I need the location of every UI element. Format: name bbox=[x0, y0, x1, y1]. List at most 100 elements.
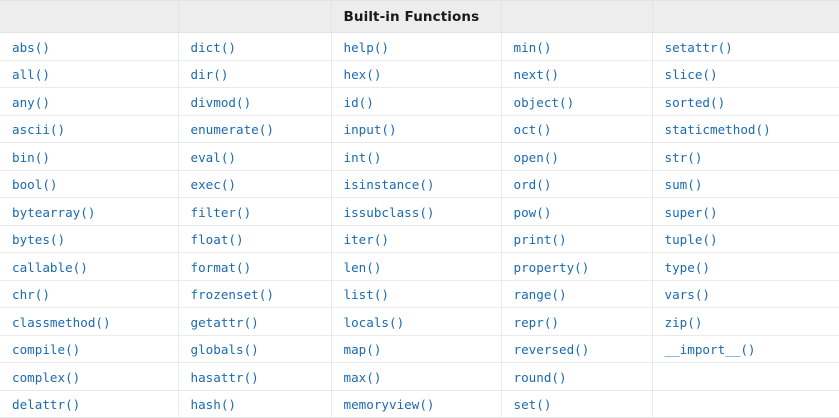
table-cell: max() bbox=[330, 362, 502, 391]
table-cell: type() bbox=[651, 252, 839, 281]
function-link[interactable]: next() bbox=[513, 67, 560, 83]
function-link[interactable]: delattr() bbox=[12, 397, 81, 413]
function-link[interactable]: ascii() bbox=[12, 122, 66, 138]
table-cell: hex() bbox=[330, 60, 502, 88]
table-cell: bin() bbox=[0, 142, 179, 171]
function-link[interactable]: len() bbox=[343, 259, 382, 275]
function-link[interactable]: str() bbox=[664, 149, 703, 165]
table-cell: slice() bbox=[651, 60, 839, 88]
function-link[interactable]: object() bbox=[513, 94, 575, 110]
function-link[interactable]: set() bbox=[513, 397, 552, 413]
function-link[interactable]: id() bbox=[343, 94, 374, 110]
function-link[interactable]: round() bbox=[513, 369, 567, 385]
function-link[interactable]: pow() bbox=[513, 204, 552, 220]
function-link[interactable]: issubclass() bbox=[343, 204, 435, 220]
function-link[interactable]: int() bbox=[343, 149, 382, 165]
table-cell: int() bbox=[330, 142, 502, 171]
function-link[interactable]: chr() bbox=[12, 287, 50, 303]
table-cell: map() bbox=[330, 335, 502, 363]
table-cell: property() bbox=[500, 252, 653, 281]
function-link[interactable]: divmod() bbox=[190, 94, 252, 110]
function-link[interactable]: bool() bbox=[12, 177, 58, 193]
function-link[interactable]: callable() bbox=[12, 259, 88, 275]
table-cell: open() bbox=[500, 142, 653, 171]
function-link[interactable]: classmethod() bbox=[12, 314, 111, 330]
function-link[interactable]: all() bbox=[12, 67, 50, 83]
table-cell: memoryview() bbox=[330, 390, 502, 418]
function-link[interactable]: globals() bbox=[190, 342, 259, 358]
function-link[interactable]: frozenset() bbox=[190, 287, 274, 303]
function-link[interactable]: slice() bbox=[664, 67, 718, 83]
function-link[interactable]: map() bbox=[343, 342, 382, 358]
function-link[interactable]: hash() bbox=[190, 397, 237, 413]
function-link[interactable]: bytearray() bbox=[12, 204, 96, 220]
function-link[interactable]: compile() bbox=[12, 342, 81, 358]
function-link[interactable]: print() bbox=[513, 232, 567, 248]
function-link[interactable]: getattr() bbox=[190, 314, 259, 330]
function-link[interactable]: zip() bbox=[664, 314, 703, 330]
table-cell: compile() bbox=[0, 335, 179, 363]
function-link[interactable]: locals() bbox=[343, 314, 405, 330]
table-row: bool() exec() isinstance() ord() sum() bbox=[0, 170, 839, 198]
function-link[interactable]: iter() bbox=[343, 232, 390, 248]
function-link[interactable]: enumerate() bbox=[190, 122, 274, 138]
function-link[interactable]: range() bbox=[513, 287, 567, 303]
function-link[interactable]: memoryview() bbox=[343, 397, 435, 413]
function-link[interactable]: bytes() bbox=[12, 232, 66, 248]
function-link[interactable]: sorted() bbox=[664, 94, 726, 110]
table-cell: bytearray() bbox=[0, 197, 179, 226]
function-link[interactable]: open() bbox=[513, 149, 560, 165]
table-cell: list() bbox=[330, 280, 502, 308]
table-cell: abs() bbox=[0, 32, 179, 61]
function-link[interactable]: tuple() bbox=[664, 232, 718, 248]
function-link[interactable]: type() bbox=[664, 259, 711, 275]
table-cell: exec() bbox=[177, 170, 332, 198]
table-cell: dict() bbox=[177, 32, 332, 61]
function-link[interactable]: any() bbox=[12, 94, 50, 110]
function-link[interactable]: oct() bbox=[513, 122, 552, 138]
function-link[interactable]: help() bbox=[343, 39, 390, 55]
function-link[interactable]: sum() bbox=[664, 177, 703, 193]
function-link[interactable]: max() bbox=[343, 369, 382, 385]
table-cell: tuple() bbox=[651, 225, 839, 253]
table-row: classmethod() getattr() locals() repr() zip(… bbox=[0, 307, 839, 336]
function-link[interactable]: repr() bbox=[513, 314, 560, 330]
function-link[interactable]: setattr() bbox=[664, 39, 733, 55]
function-link[interactable]: hex() bbox=[343, 67, 382, 83]
table-cell: hasattr() bbox=[177, 362, 332, 391]
function-link[interactable]: vars() bbox=[664, 287, 711, 303]
header-cell-1 bbox=[0, 0, 179, 33]
function-link[interactable]: isinstance() bbox=[343, 177, 435, 193]
function-link[interactable]: exec() bbox=[190, 177, 237, 193]
function-link[interactable]: min() bbox=[513, 39, 552, 55]
function-link[interactable]: property() bbox=[513, 259, 590, 275]
function-link[interactable]: float() bbox=[190, 232, 244, 248]
table-cell: input() bbox=[330, 115, 502, 143]
function-link[interactable]: hasattr() bbox=[190, 369, 259, 385]
function-link[interactable]: super() bbox=[664, 204, 718, 220]
function-link[interactable]: __import__() bbox=[664, 342, 756, 358]
table-cell: ascii() bbox=[0, 115, 179, 143]
table-cell: next() bbox=[500, 60, 653, 88]
function-link[interactable]: dict() bbox=[190, 39, 237, 55]
function-link[interactable]: input() bbox=[343, 122, 397, 138]
table-cell: float() bbox=[177, 225, 332, 253]
function-link[interactable]: staticmethod() bbox=[664, 122, 771, 138]
function-link[interactable]: abs() bbox=[12, 39, 50, 55]
function-link[interactable]: ord() bbox=[513, 177, 552, 193]
function-link[interactable]: dir() bbox=[190, 67, 229, 83]
function-link[interactable]: reversed() bbox=[513, 342, 590, 358]
function-link[interactable]: list() bbox=[343, 287, 390, 303]
function-link[interactable]: format() bbox=[190, 259, 252, 275]
table-row: any() divmod() id() object() sorted() bbox=[0, 87, 839, 116]
table-cell: format() bbox=[177, 252, 332, 281]
function-link[interactable]: eval() bbox=[190, 149, 237, 165]
table-cell: hash() bbox=[177, 390, 332, 418]
table-cell: round() bbox=[500, 362, 653, 391]
function-link[interactable]: bin() bbox=[12, 149, 50, 165]
function-link[interactable]: complex() bbox=[12, 369, 81, 385]
function-link[interactable]: filter() bbox=[190, 204, 252, 220]
table-cell: all() bbox=[0, 60, 179, 88]
table-cell: min() bbox=[500, 32, 653, 61]
table-cell: reversed() bbox=[500, 335, 653, 363]
